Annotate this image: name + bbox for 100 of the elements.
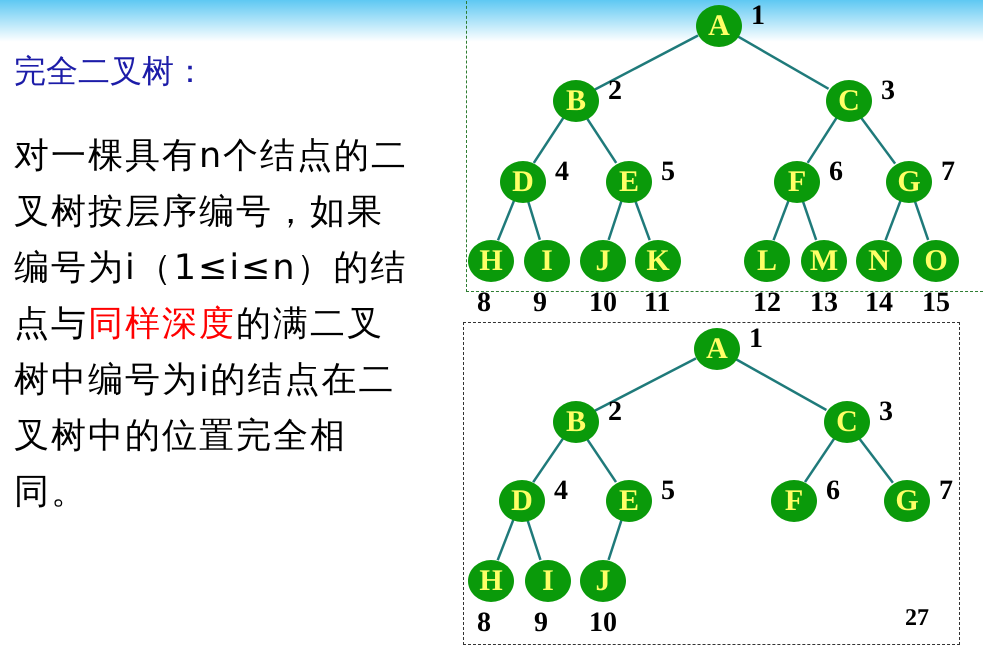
node-letter: H — [479, 564, 503, 598]
dashed-frame — [463, 322, 960, 645]
tree-edge — [607, 520, 623, 560]
tree-node — [744, 240, 790, 282]
node-letter: A — [706, 332, 728, 366]
node-number: 3 — [881, 75, 895, 107]
tree-node — [580, 240, 626, 282]
node-number: 4 — [555, 156, 569, 188]
tree-node — [468, 240, 514, 282]
tree-node — [694, 328, 740, 370]
tree-node — [824, 401, 870, 443]
node-letter: D — [512, 165, 534, 199]
slide-title: 完全二叉树： — [14, 51, 206, 92]
tree-node — [524, 240, 570, 282]
node-letter: G — [895, 484, 919, 518]
tree-node — [774, 161, 820, 203]
node-number: 8 — [477, 287, 491, 319]
tree-node — [801, 240, 847, 282]
tree-node — [468, 560, 514, 602]
tree-node — [553, 401, 599, 443]
tree-edge — [526, 200, 542, 240]
node-number: 6 — [826, 475, 840, 507]
tree-edge — [860, 116, 896, 164]
tree-node — [500, 161, 546, 203]
node-number: 11 — [644, 287, 670, 319]
tree-edge — [734, 358, 828, 412]
tree-node — [771, 480, 817, 522]
tree-node — [499, 480, 545, 522]
tree-edge — [736, 35, 830, 90]
tree-edge — [804, 438, 836, 483]
node-number: 13 — [810, 287, 838, 319]
page-number: 27 — [905, 605, 929, 632]
tree-edge — [496, 200, 516, 241]
node-letter: I — [542, 564, 554, 598]
node-letter: E — [618, 165, 639, 199]
tree-node — [580, 560, 626, 602]
node-number: 2 — [608, 75, 622, 107]
tree-edge — [496, 519, 514, 561]
node-letter: B — [566, 405, 586, 439]
node-number: 5 — [661, 156, 675, 188]
node-number: 10 — [589, 607, 617, 639]
node-letter: G — [897, 165, 921, 199]
node-number: 4 — [554, 475, 568, 507]
node-letter: C — [838, 84, 860, 118]
tree-edge — [802, 200, 818, 240]
node-letter: N — [868, 244, 890, 278]
tree-node — [553, 80, 599, 122]
node-letter: L — [756, 244, 777, 278]
tree-edge — [607, 200, 623, 240]
node-number: 10 — [589, 287, 617, 319]
node-letter: E — [618, 484, 639, 518]
node-number: 1 — [749, 323, 763, 355]
tree-edge — [858, 438, 894, 484]
node-number: 12 — [753, 287, 781, 319]
node-number: 9 — [534, 607, 548, 639]
node-letter: J — [596, 244, 610, 278]
tree-edge — [586, 117, 618, 164]
tree-node — [635, 240, 681, 282]
node-letter: B — [566, 84, 586, 118]
tree-node — [826, 80, 872, 122]
node-number: 8 — [477, 607, 491, 639]
node-number: 2 — [608, 396, 622, 428]
tree-edge — [532, 117, 564, 164]
tree-edge — [526, 520, 542, 560]
node-letter: F — [784, 484, 804, 518]
tree-edge — [594, 357, 697, 412]
node-number: 6 — [829, 156, 843, 188]
node-letter: O — [924, 244, 948, 278]
tree-edge — [586, 438, 618, 483]
node-letter: C — [836, 405, 858, 439]
definition-paragraph: 对一棵具有n个结点的二叉树按层序编号，如果编号为i（1≤i≤n）的结点与同样深度的满二叉树中编号为i的结点在二叉树中的位置完全相同。 — [14, 135, 410, 514]
tree-node — [606, 161, 652, 203]
tree-edge — [594, 34, 699, 91]
node-number: 15 — [922, 287, 950, 319]
node-letter: A — [708, 9, 730, 43]
tree-node — [606, 480, 652, 522]
tree-edge — [772, 200, 790, 241]
node-number: 7 — [941, 156, 955, 188]
tree-edge — [806, 117, 838, 164]
node-letter: F — [788, 165, 806, 199]
tree-node — [886, 161, 932, 203]
node-number: 7 — [939, 475, 953, 507]
node-letter: M — [810, 244, 838, 278]
node-letter: H — [479, 244, 503, 278]
node-number: 1 — [751, 0, 765, 32]
node-letter: D — [511, 484, 533, 518]
node-number: 9 — [533, 287, 547, 319]
tree-edge — [884, 200, 902, 241]
tree-edge — [532, 438, 564, 483]
node-number: 3 — [879, 396, 893, 428]
node-letter: I — [541, 244, 553, 278]
node-number: 5 — [661, 475, 675, 507]
tree-node — [525, 560, 571, 602]
tree-node — [884, 480, 930, 522]
node-number: 14 — [865, 287, 893, 319]
node-letter: J — [596, 564, 610, 598]
tree-node — [856, 240, 902, 282]
tree-node — [913, 240, 959, 282]
node-letter: K — [646, 244, 670, 278]
tree-edge — [914, 200, 930, 240]
